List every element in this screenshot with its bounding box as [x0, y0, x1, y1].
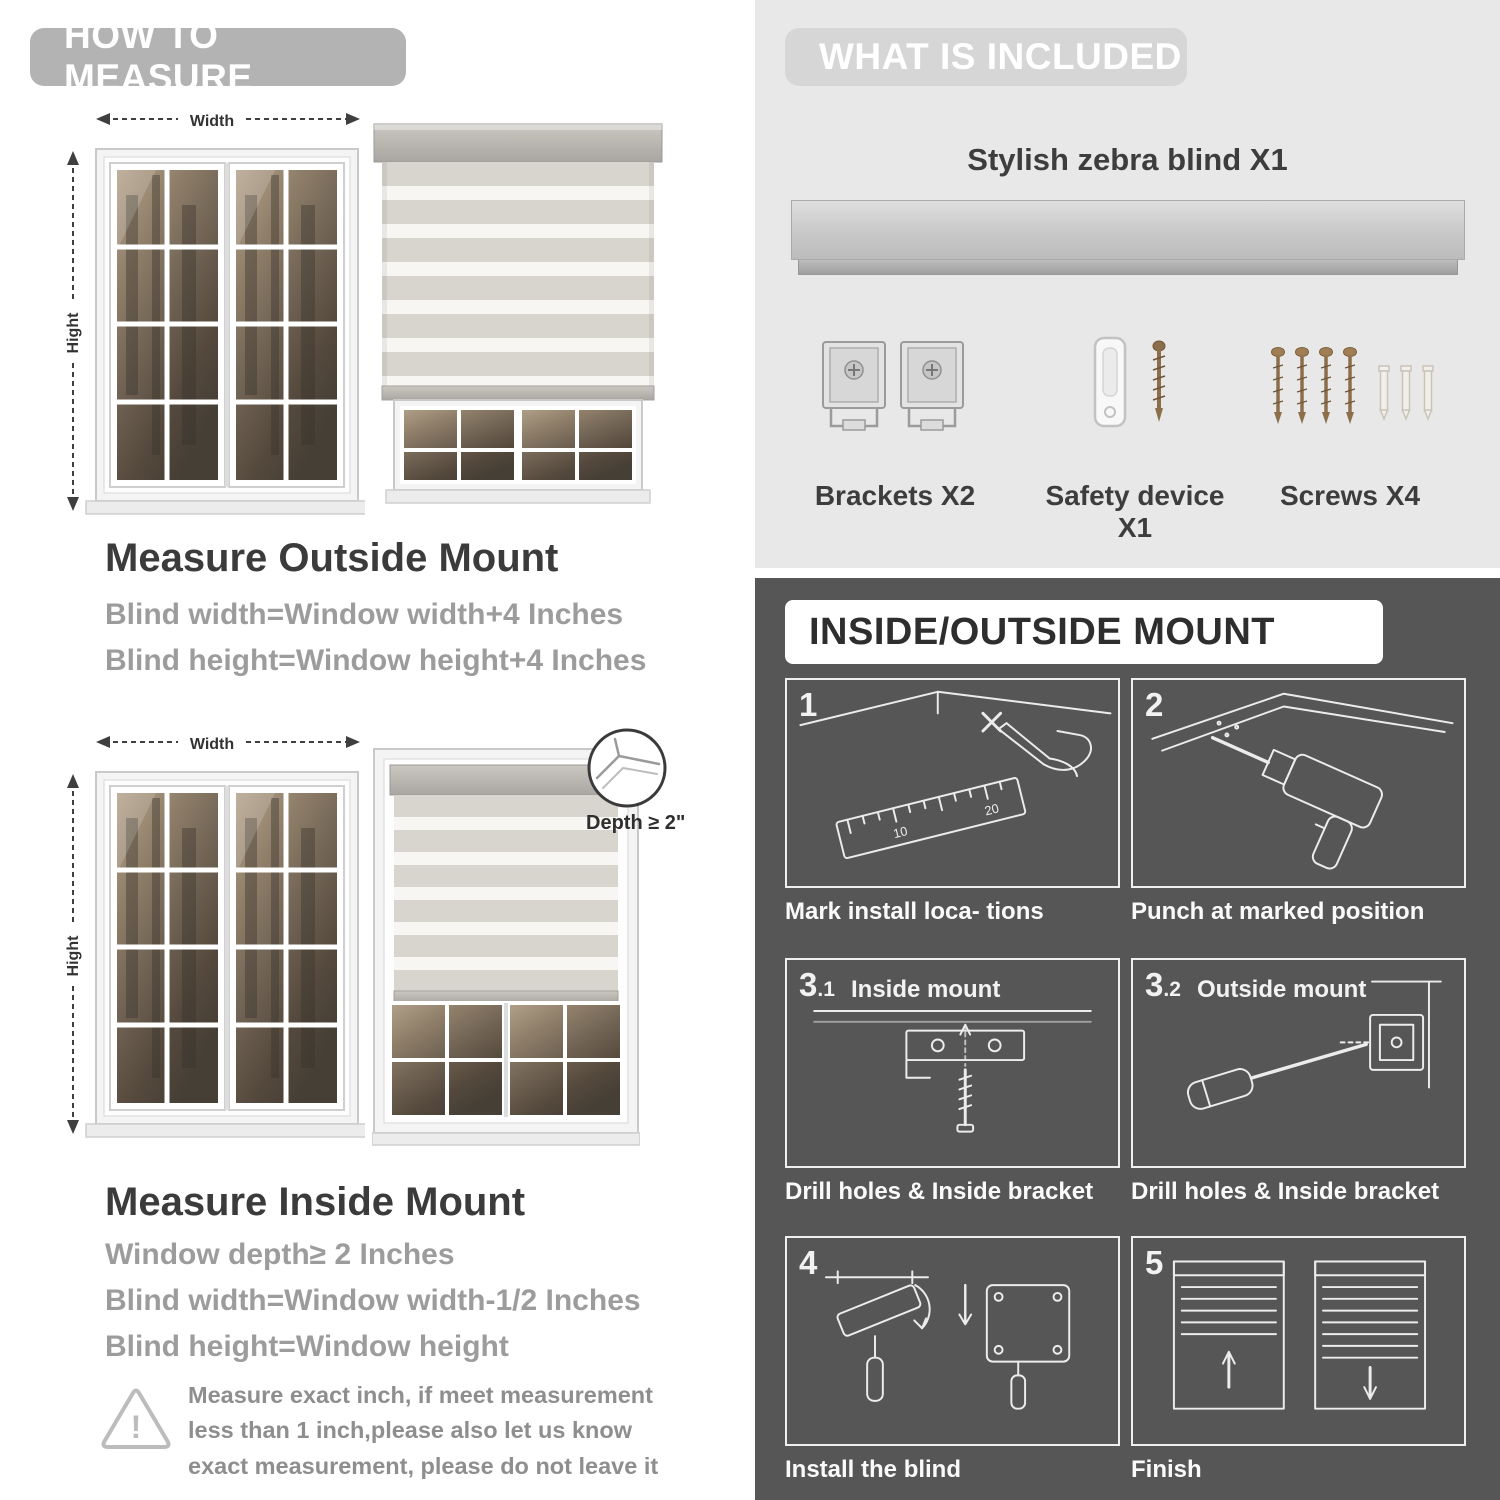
how-to-measure-header: HOW TO MEASURE — [30, 15, 406, 98]
step-mark-locations: 1 — [785, 678, 1120, 926]
headrail-lip — [798, 260, 1458, 275]
what-is-included-section: WHAT IS INCLUDED Stylish zebra blind X1 — [755, 0, 1500, 568]
inside-formula-height: Blind height=Window height — [105, 1330, 509, 1363]
step-panel: 1 — [785, 678, 1120, 888]
step-panel: 4 — [785, 1236, 1120, 1446]
warning-triangle-icon: ! — [101, 1388, 171, 1449]
zebra-stripes — [394, 795, 618, 991]
headrail-image — [791, 200, 1465, 275]
ruler-mark-20: 20 — [983, 800, 1000, 818]
step-finish: 5 — [1131, 1236, 1466, 1484]
step-punch-position: 2 Punch — [1131, 678, 1466, 926]
measure-note: Measure exact inch, if meet measurement … — [188, 1382, 659, 1479]
drill-punch-art — [1151, 692, 1454, 870]
step-panel: 2 — [1131, 678, 1466, 888]
window-measure-illustration: Width Hight — [65, 113, 365, 515]
step-number: 3.2 — [1145, 966, 1181, 1003]
depth-requirement-label: Depth ≥ 2" — [586, 812, 686, 834]
blind-bottom-rail — [381, 385, 655, 401]
width-label: Width — [190, 736, 234, 753]
window-measure-illustration: Width Hight — [65, 736, 365, 1138]
step-caption: Finish — [1131, 1456, 1202, 1483]
outside-mount-blind-illustration — [373, 123, 663, 504]
ruler-mark-10: 10 — [892, 823, 909, 841]
step-panel: 5 — [1131, 1236, 1466, 1446]
step-install-blind: 4 — [785, 1236, 1120, 1484]
step-number: 2 — [1145, 686, 1164, 723]
what-is-included-header: WHAT IS INCLUDED — [785, 28, 1187, 86]
inside-formula-width: Blind width=Window width-1/2 Inches — [105, 1284, 641, 1317]
step-number: 5 — [1145, 1244, 1164, 1281]
window-bottom — [385, 399, 651, 504]
depth-detail-circle — [587, 728, 667, 808]
brackets-label: Brackets X2 — [814, 480, 976, 511]
step-caption: Mark install loca- tions — [785, 898, 1044, 925]
outside-mount-label: Outside mount — [1197, 976, 1367, 1003]
step-caption: Drill holes & Inside bracket — [1131, 1178, 1440, 1205]
outside-mount-title: Measure Outside Mount — [105, 536, 559, 580]
zebra-stripes — [382, 162, 654, 386]
safety-device-label: Safety device X1 — [1045, 480, 1225, 543]
window-sill — [85, 500, 365, 515]
window-frame — [85, 148, 365, 515]
inside-mount-title: Measure Inside Mount — [105, 1180, 526, 1224]
width-label: Width — [190, 113, 234, 130]
finish-art — [1172, 1260, 1427, 1410]
step-outside-bracket: 3.2 Outside mount — [1131, 958, 1466, 1206]
step-panel: 3.1 Inside mount — [785, 958, 1120, 1168]
headrail-bar — [791, 200, 1465, 260]
wall-anchors — [1378, 365, 1434, 422]
outside-bracket-art — [1186, 980, 1442, 1110]
install-blind-art — [824, 1270, 1071, 1410]
outside-formula-height: Blind height=Window height+4 Inches — [105, 644, 647, 677]
product-title: Stylish zebra blind X1 — [967, 142, 1288, 177]
screws-label: Screws X4 — [1279, 480, 1421, 511]
warning-exclamation: ! — [131, 1409, 142, 1445]
step-caption: Punch at marked position — [1131, 898, 1425, 925]
inside-mount-label: Inside mount — [851, 976, 1001, 1003]
window-frame — [85, 771, 365, 1138]
step-number: 4 — [799, 1244, 818, 1281]
step-panel: 3.2 Outside mount — [1131, 958, 1466, 1168]
inside-formula-depth: Window depth≥ 2 Inches — [105, 1238, 455, 1271]
mark-locations-art: 10 20 — [799, 690, 1112, 860]
window-bottom — [388, 1001, 624, 1119]
step-number: 1 — [799, 686, 818, 723]
brackets-icon — [822, 341, 964, 431]
height-label: Hight — [65, 312, 82, 354]
blind-cassette — [373, 123, 663, 163]
step-inside-bracket: 3.1 Inside mount — [785, 958, 1120, 1206]
step-caption: Install the blind — [785, 1456, 962, 1483]
step-number: 3.1 — [799, 966, 835, 1003]
inside-outside-mount-header: INSIDE/OUTSIDE MOUNT — [785, 600, 1383, 664]
window-sill — [372, 1132, 640, 1146]
height-label: Hight — [65, 935, 82, 977]
safety-device-icon — [1093, 336, 1166, 428]
inside-outside-mount-section: INSIDE/OUTSIDE MOUNT 1 — [755, 578, 1500, 1500]
step-caption: Drill holes & Inside bracket — [785, 1178, 1094, 1205]
outside-formula-width: Blind width=Window width+4 Inches — [105, 598, 624, 631]
inside-bracket-art — [813, 1010, 1092, 1133]
screws-icon — [1271, 347, 1434, 424]
inside-mount-blind-illustration — [372, 748, 640, 1146]
